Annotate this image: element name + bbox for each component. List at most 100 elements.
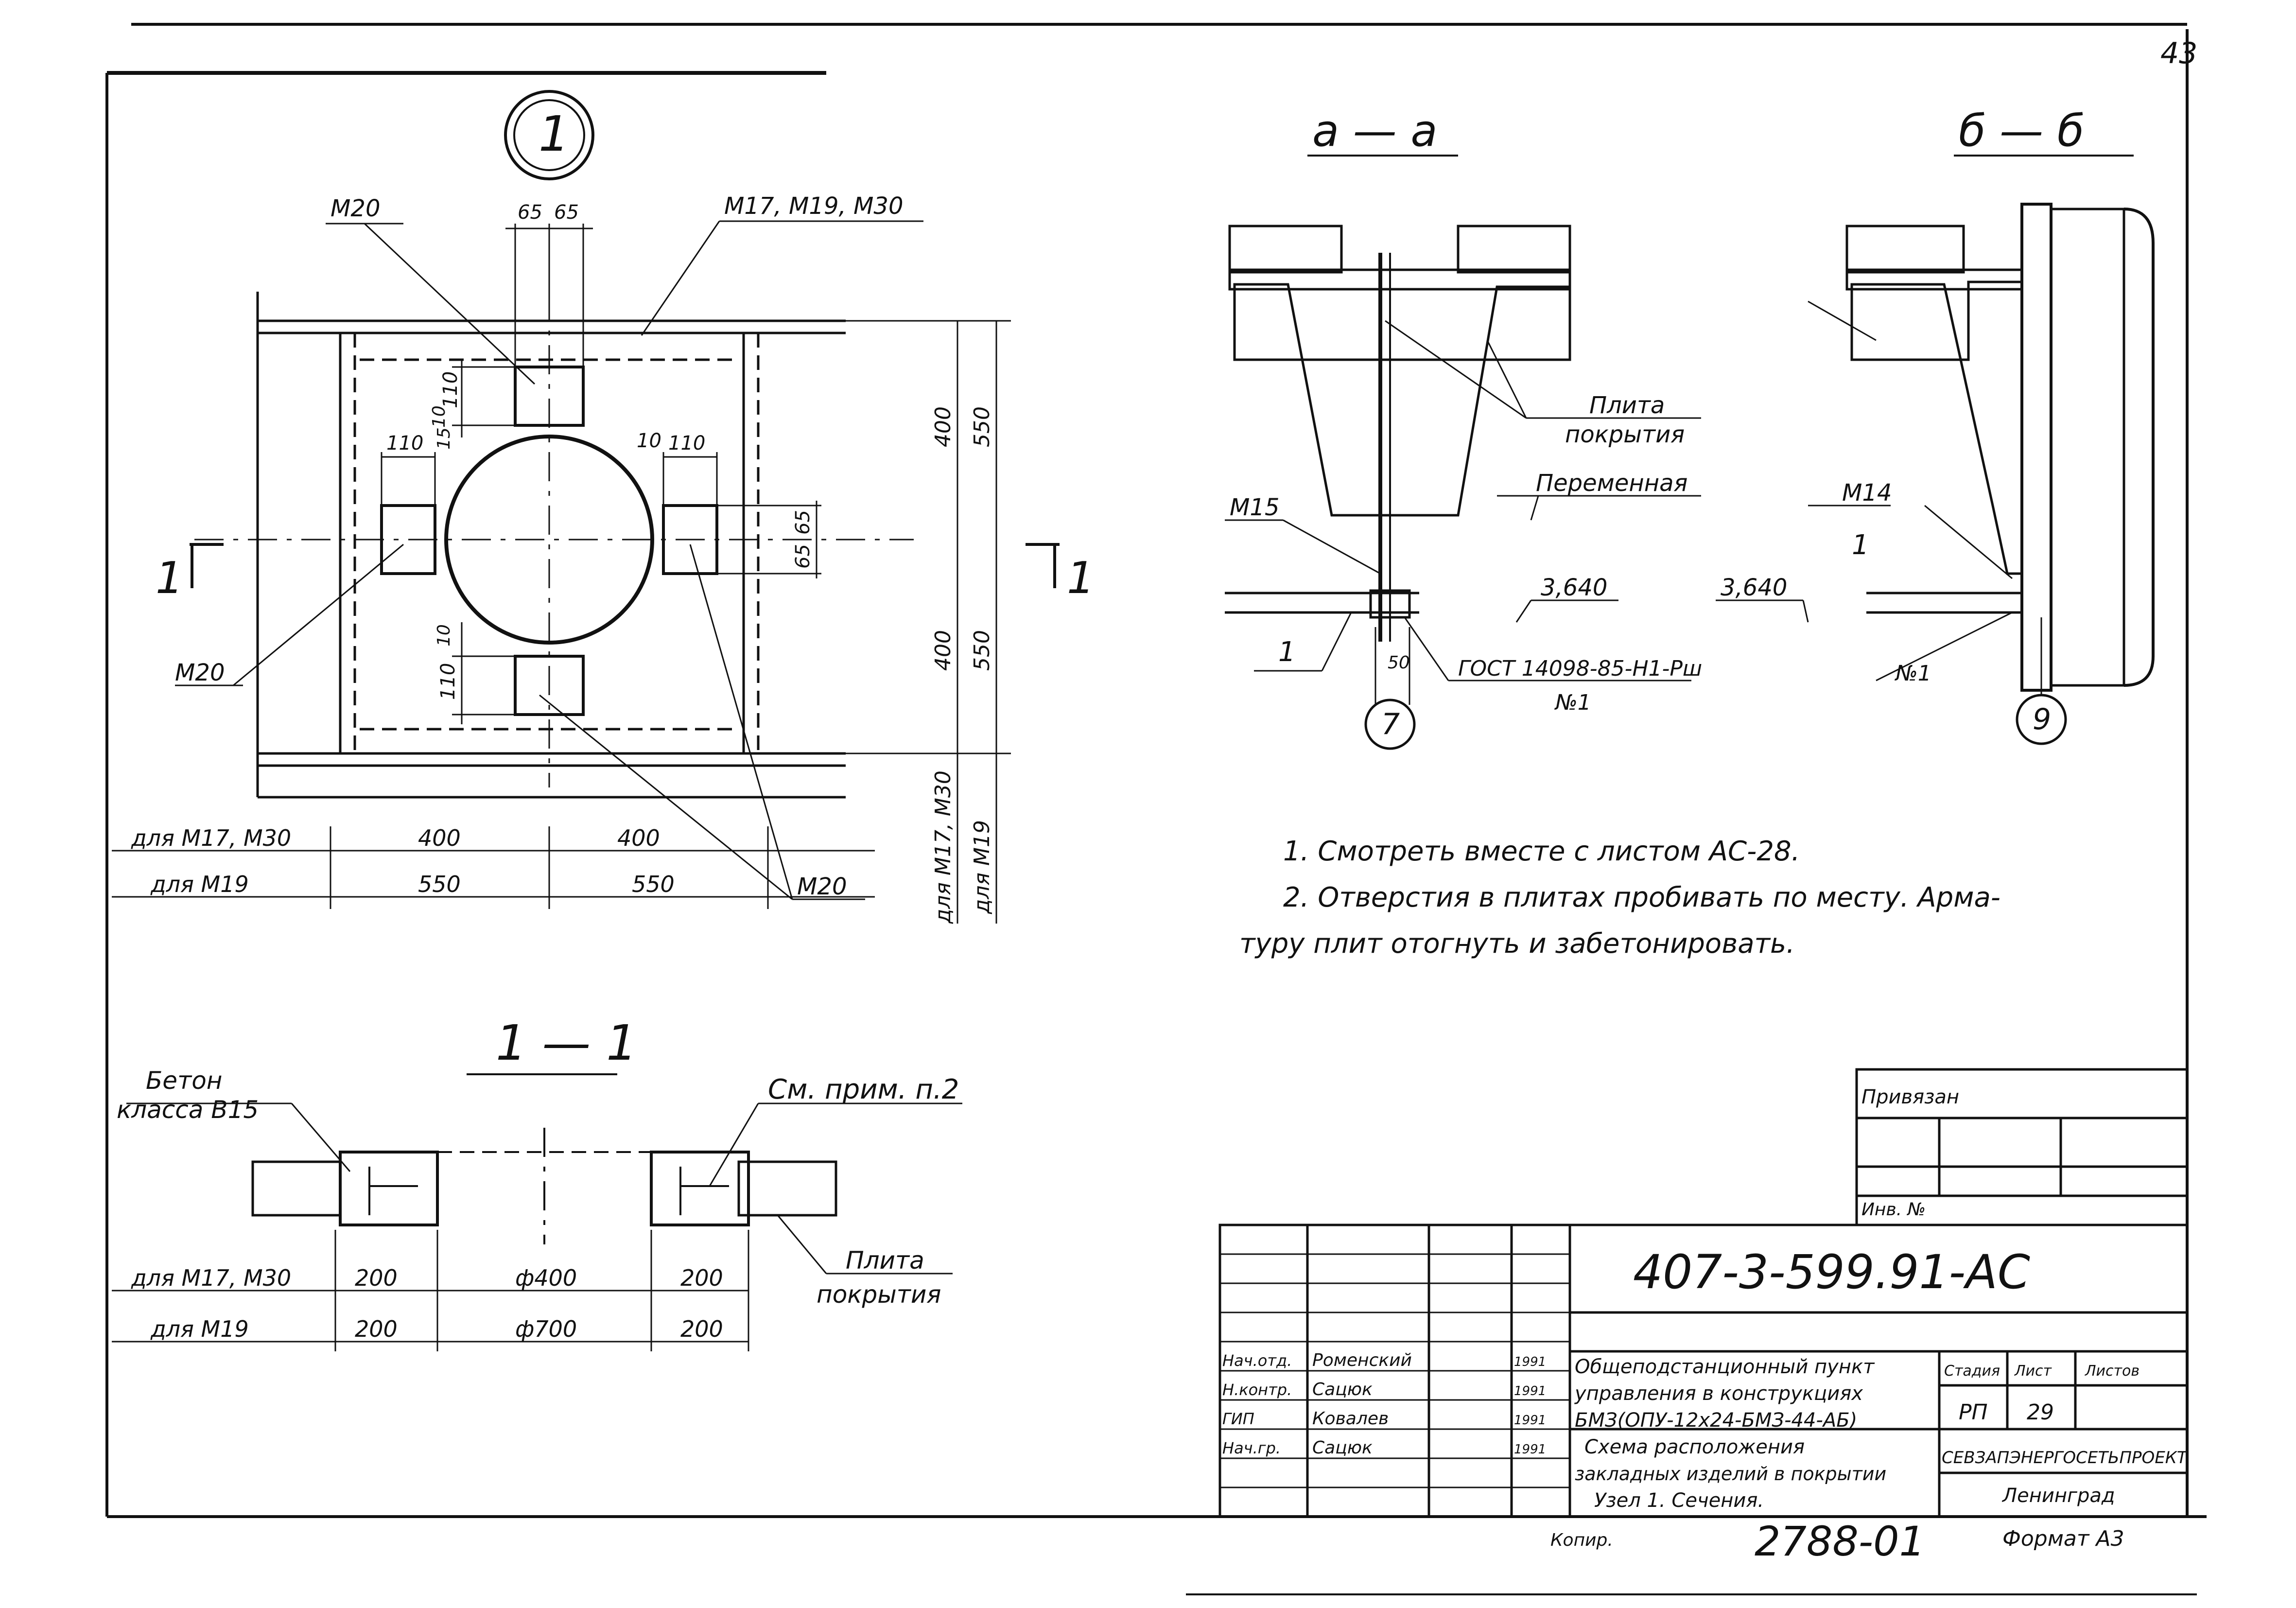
row2-a: 550: [418, 871, 461, 897]
dim-50: 50: [1388, 653, 1410, 673]
staff-date-2: 1991: [1514, 1384, 1546, 1398]
s11-row1-label: для M17, M30: [131, 1265, 291, 1291]
sheet-value: 29: [2027, 1400, 2054, 1425]
sheet-line-3: Узел 1. Сечения.: [1594, 1489, 1764, 1512]
s11-row1-c: 200: [680, 1265, 723, 1291]
label-m20-right: M20: [797, 873, 847, 900]
s11-row2-c: 200: [680, 1316, 723, 1342]
staff-role-2: Н.контр.: [1222, 1381, 1292, 1399]
staff-date-1: 1991: [1514, 1355, 1546, 1369]
row1-label: для M17, M30: [131, 825, 291, 851]
vert-label-2: для M19: [970, 820, 994, 914]
row1-a: 400: [418, 825, 461, 851]
dim-65-right-a: 65: [792, 510, 814, 535]
label-m14: M14: [1842, 479, 1892, 507]
level-3640-aa: 3,640: [1541, 574, 1607, 601]
row1-b: 400: [617, 825, 660, 851]
stage-value: РП: [1959, 1400, 1988, 1425]
staff-name-1: Роменский: [1312, 1350, 1412, 1370]
callout-9-circle: [2016, 694, 2067, 745]
section-bb-title: б — б: [1959, 105, 2084, 157]
sheet-frame: [105, 23, 2207, 1595]
dim-550-top: 550: [970, 406, 994, 447]
callout-7-circle: [1364, 699, 1416, 750]
node-marker-number: 1: [539, 105, 570, 162]
row2-label: для M19: [150, 871, 249, 897]
level-3640-bb: 3,640: [1721, 574, 1787, 601]
s11-row2-b: ф700: [515, 1316, 577, 1342]
mark-1-aa: 1: [1278, 636, 1296, 668]
no-1-aa: №1: [1554, 690, 1591, 715]
section-1-1: 1 — 1 Бетон класса В1: [112, 1014, 962, 1351]
node-1-plan: 1: [112, 90, 1095, 924]
corner-sheet-number: 43: [2160, 36, 2197, 70]
section-mark-right: 1: [1067, 553, 1095, 604]
section-a-a: а — а 7: [1225, 105, 1702, 750]
node-marker-circle: [504, 90, 594, 180]
label-concrete: Бетон: [146, 1066, 222, 1095]
drawing-code: 407-3-599.91-АС: [1633, 1245, 2030, 1299]
dim-110-right: 110: [668, 432, 705, 454]
project-line-3: БМЗ(ОПУ-12х24-БМЗ-44-АБ): [1575, 1409, 1857, 1432]
label-m20-left: M20: [175, 659, 225, 686]
staff-name-4: Сацюк: [1312, 1438, 1373, 1458]
callout-9: 9: [2033, 702, 2051, 736]
dim-65-right-b: 65: [792, 544, 814, 569]
dim-15-top: 15: [434, 427, 454, 450]
label-plate-2: покрытия: [1565, 421, 1685, 448]
embedded-plates: [380, 366, 718, 716]
dim-110-top: 110: [439, 371, 462, 408]
gost-label: ГОСТ 14098-85-Н1-Рш: [1458, 656, 1702, 681]
dim-400-bottom: 400: [931, 630, 956, 671]
label-m15: M15: [1230, 494, 1280, 521]
attached-label: Привязан: [1861, 1086, 1959, 1108]
mark-1-bb: 1: [1852, 529, 1869, 561]
section-mark-left: 1: [156, 553, 183, 604]
title-block: Привязан Инв. № 407-3-599.91-АС Нач.отд.…: [1218, 1068, 2189, 1565]
notes: 1. Смотреть вместе с листом АС-28. 2. От…: [1239, 836, 2000, 960]
org-name: СЕВЗАПЭНЕРГОСЕТЬПРОЕКТ: [1942, 1448, 2188, 1468]
s11-row2-label: для M19: [150, 1316, 249, 1342]
dim-65b: 65: [554, 201, 579, 224]
section-b-b: б — б 9 M14 1 3,640 №1: [1716, 105, 2155, 745]
dim-10-top: 10: [429, 405, 449, 428]
label-concrete-2: класса В15: [117, 1096, 259, 1124]
staff-name-2: Сацюк: [1312, 1380, 1373, 1399]
section-aa-title: а — а: [1312, 105, 1438, 157]
note-2-cont: туру плит отогнуть и забетонировать.: [1239, 928, 1795, 960]
no-1-bb: №1: [1894, 661, 1931, 686]
inv-label: Инв. №: [1861, 1200, 1926, 1220]
label-variable: Переменная: [1536, 470, 1687, 497]
copy-number: 2788-01: [1755, 1518, 1925, 1565]
callout-7: 7: [1381, 707, 1400, 741]
label-m20-top: M20: [330, 195, 381, 222]
dim-110-bottom: 110: [437, 663, 459, 700]
sheet-line-2: закладных изделий в покрытии: [1575, 1463, 1886, 1485]
label-m17-m19-m30: M17, M19, M30: [724, 192, 904, 220]
dim-65a: 65: [518, 201, 542, 224]
stage-header: Стадия: [1944, 1363, 2000, 1380]
sheet-line-1: Схема расположения: [1584, 1436, 1805, 1458]
note-1: 1. Смотреть вместе с листом АС-28.: [1283, 836, 1800, 867]
dim-10-bottom: 10: [434, 624, 454, 647]
section-11-title: 1 — 1: [496, 1014, 637, 1071]
opening-circle: [444, 435, 654, 645]
s11-row1-a: 200: [355, 1265, 398, 1291]
dim-400-top: 400: [931, 406, 956, 447]
label-plate: Плита: [1589, 392, 1665, 419]
s11-row1-b: ф400: [515, 1265, 577, 1291]
dim-550-bottom: 550: [970, 630, 994, 671]
label-plate-11: Плита: [846, 1246, 924, 1275]
staff-date-3: 1991: [1514, 1413, 1546, 1428]
row2-b: 550: [632, 871, 675, 897]
dim-110-left: 110: [386, 432, 423, 454]
note-2: 2. Отверстия в плитах пробивать по месту…: [1283, 882, 2000, 913]
project-line-1: Общеподстанционный пункт: [1575, 1356, 1875, 1378]
copy-label: Копир.: [1550, 1530, 1613, 1550]
org-city: Ленинград: [2001, 1485, 2115, 1507]
staff-role-3: ГИП: [1222, 1410, 1254, 1428]
format-label: Формат А3: [2002, 1526, 2124, 1551]
staff-role-4: Нач.гр.: [1222, 1439, 1281, 1457]
label-plate-11-2: покрытия: [817, 1280, 941, 1309]
